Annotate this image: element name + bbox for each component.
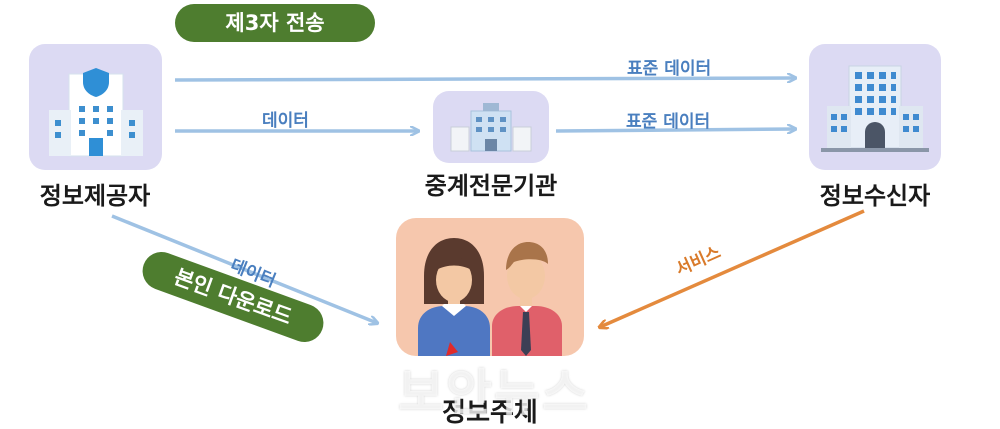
edge-label-intermediary-standard-data: 표준 데이터	[626, 112, 711, 132]
intermediary-label: 중계전문기관	[424, 172, 558, 200]
arrow-provider-to-subject	[111, 214, 377, 323]
subject-label: 정보주체	[442, 398, 538, 428]
edge-label-top-standard-data: 표준 데이터	[627, 59, 712, 79]
subject-tile	[396, 218, 584, 356]
watermark: 보안뉴스	[398, 364, 590, 422]
pill-third-party-transfer: 제3자 전송	[175, 4, 375, 42]
recipient-label: 정보수신자	[819, 182, 931, 210]
provider-label: 정보제공자	[39, 182, 151, 210]
recipient-tile	[809, 44, 941, 170]
provider-tile	[29, 44, 162, 170]
arrow-intermediary-to-recipient	[555, 129, 795, 131]
people-icon	[418, 238, 562, 356]
intermediary-tile	[433, 91, 549, 163]
arrow-recipient-to-subject	[600, 209, 865, 327]
data-center-icon	[450, 103, 532, 152]
office-building-icon	[821, 65, 929, 152]
hospital-building-icon	[49, 68, 143, 157]
edge-label-provider-intermediary-data: 데이터	[262, 111, 309, 131]
arrow-provider-to-recipient	[174, 78, 795, 80]
